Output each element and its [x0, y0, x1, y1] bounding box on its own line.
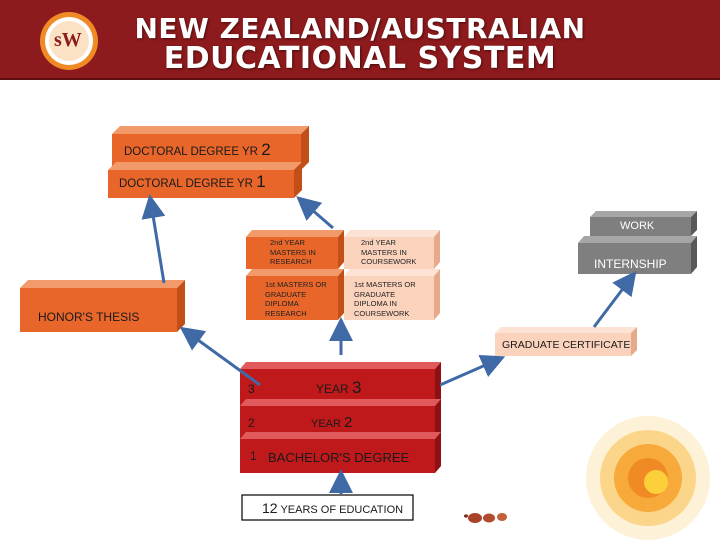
- arrow-certificate-to-internship: [592, 270, 637, 328]
- logo: sW: [40, 12, 98, 70]
- internship-label: INTERNSHIP: [594, 257, 667, 271]
- masters-research-yr1-box: [246, 269, 344, 320]
- year1-side-number: 1: [250, 449, 257, 463]
- arrow-masters-to-doctoral: [296, 196, 334, 230]
- graduate-certificate-box: [495, 327, 637, 356]
- twelve-years-box: [241, 494, 414, 521]
- year2-side-number: 2: [248, 416, 255, 430]
- masters-coursework-yr1-box: [344, 269, 440, 320]
- honors-thesis-label: HONOR'S THESIS: [38, 310, 140, 324]
- year3-side-number: 3: [248, 382, 255, 396]
- title-line-1: NEW ZEALAND/AUSTRALIAN: [134, 12, 586, 45]
- doctoral-yr1-label: DOCTORAL DEGREE YR 1: [119, 172, 266, 191]
- graduate-certificate-label: GRADUATE CERTIFICATE: [502, 339, 631, 351]
- masters-research-yr2-label: 2nd YEAR MASTERS IN RESEARCH: [270, 238, 316, 266]
- internship-box: [578, 236, 697, 274]
- masters-coursework-yr2-box: [344, 230, 440, 269]
- title-line-2: EDUCATIONAL SYSTEM: [163, 41, 557, 76]
- sun-decoration: [586, 416, 710, 540]
- doctoral-yr2-label: DOCTORAL DEGREE YR 2: [124, 140, 271, 159]
- masters-research-yr1-label: 1st MASTERS OR GRADUATE DIPLOMA RESEARCH: [265, 280, 327, 318]
- twelve-years-label: 12 YEARS OF EDUCATION: [262, 500, 404, 516]
- year2-label: YEAR 2: [311, 414, 353, 431]
- doctoral-yr1-box: [108, 162, 302, 198]
- masters-coursework-yr1-label: 1st MASTERS OR GRADUATE DIPLOMA IN COURS…: [354, 280, 416, 318]
- arrow-year3-to-certificate: [439, 355, 506, 387]
- arrow-year3-to-honors: [179, 326, 261, 387]
- masters-research-yr2-box: [246, 230, 344, 269]
- year1-label: BACHELOR'S DEGREE: [268, 450, 410, 465]
- decorative-dots: [464, 513, 507, 523]
- work-box: [590, 211, 697, 236]
- header-banner: sW NEW ZEALAND/AUSTRALIAN EDUCATIONAL SY…: [0, 0, 720, 80]
- svg-text:sW: sW: [54, 29, 82, 51]
- year3-label: YEAR 3: [316, 378, 362, 397]
- honors-thesis-box: [20, 280, 185, 332]
- year1-box: [240, 432, 441, 473]
- arrow-honors-to-doctoral: [141, 194, 166, 284]
- masters-coursework-yr2-label: 2nd YEAR MASTERS IN COURSEWORK: [361, 238, 417, 266]
- work-label: WORK: [620, 220, 655, 232]
